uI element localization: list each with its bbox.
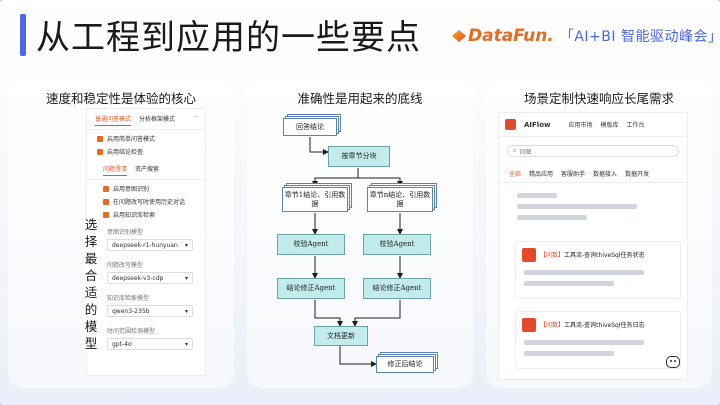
field-label: 知识库检索模型 [107,295,150,302]
cat-service[interactable]: 客服助手 [561,171,586,178]
vertical-caption: 选择最合适的模型 [84,216,98,352]
blurred-row [524,281,614,286]
field-label: 时间范围检测模型 [107,328,156,335]
panel-heading: 准确性是用起来的底线 [297,91,423,106]
app-card-title: 【问数】工具流-查询thiveSql任务状态 [540,252,645,259]
app-name: AIFlow [524,120,551,129]
blurred-row [524,351,614,356]
aiflow-screenshot: AIFlow 应用市场 模版库 工作台 ⌕问图 全部 精品应用 客服助手 数据接… [498,112,688,380]
nav-template-lib[interactable]: 模版库 [600,122,619,129]
knowledge-model-select[interactable]: qwen3-235b▾ [107,305,193,317]
cat-all[interactable]: 全部 [509,171,522,178]
aiflow-logo-icon [505,119,516,130]
search-icon: ⌕ [513,147,517,154]
flow-node-fix-2: 结论修正Agent [363,278,431,299]
more-icon[interactable]: ··· [193,114,199,121]
tab-analysis-framework[interactable]: 分析框架模式 [139,116,176,123]
checkbox-history[interactable]: 在问题改写时使用历史对话 [87,193,205,206]
checkbox-intent[interactable]: 启用意图识别 [87,180,205,193]
blurred-row [517,193,557,198]
field-label: 意图识别模型 [107,229,144,236]
app-card[interactable]: 【问数】工具流-查询thiveSql任务日志 [515,311,681,369]
blurred-row [524,270,644,275]
chevron-down-icon: ▾ [184,241,188,249]
blurred-row [517,215,587,220]
blurred-row [524,340,644,345]
tab-asset-search[interactable]: 资产搜索 [135,166,160,173]
slide-title: 从工程到应用的一些要点 [36,18,421,58]
nav-workbench[interactable]: 工作台 [626,122,645,129]
checkbox-simple-qa[interactable]: 启用简单问答模式 [87,130,205,143]
flow-node-verify-2: 校验Agent [363,234,431,255]
flow-node-final: 修正后结论 [376,356,434,373]
chevron-down-icon: ▾ [184,307,188,315]
flow-node-answer: 回答结论 [283,118,337,136]
blurred-row [517,204,637,209]
app-card[interactable]: 【问数】工具流-查询thiveSql任务状态 [515,241,681,299]
time-range-model-select[interactable]: gpt-4o▾ [107,338,193,350]
event-name: 「AI+BI 智能驱动峰会」 [559,29,720,45]
app-card-icon [522,318,536,332]
title-accent-bar [20,14,26,56]
panel-heading: 速度和稳定性是体验的核心 [45,91,196,106]
checkbox-icon [103,211,109,218]
sub-tabs: 问题澄清 资产搜索 [87,156,205,180]
datafun-logo: DataFun. [452,26,554,46]
tab-clarify[interactable]: 问题澄清 [103,164,128,176]
app-card-title: 【问数】工具流-查询thiveSql任务日志 [540,322,645,329]
cat-data-dev[interactable]: 数据开发 [625,171,650,178]
brand: DataFun. 「AI+BI 智能驱动峰会」 [452,26,720,46]
intent-model-select[interactable]: deepseek-r1-hunyuan▾ [107,239,193,251]
chevron-down-icon: ▾ [184,340,188,348]
aiflow-header: AIFlow 应用市场 模版库 工作台 [499,113,687,137]
checkbox-knowledge[interactable]: 启用知识库检索 [87,206,205,219]
checkbox-icon [103,185,109,192]
cat-data-ingest[interactable]: 数据接入 [593,171,618,178]
checkbox-icon [103,198,109,205]
checkbox-icon [97,148,103,155]
app-card-icon [522,248,536,262]
panel-heading: 场景定制快速响应长尾需求 [523,91,674,106]
cat-featured[interactable]: 精品应用 [529,171,554,178]
nav-app-market[interactable]: 应用市场 [568,122,593,129]
flow-node-chapter1: 章节1结论、引用数据 [282,187,348,212]
rewrite-model-select[interactable]: deepseek-v3-cdp▾ [107,272,193,284]
tab-normal-qa[interactable]: 普通问答模式 [95,114,132,126]
model-config-screenshot: 普通问答模式 分析框架模式 ··· 启用简单问答模式 启用结论检查 问题澄清 资… [86,108,206,376]
chat-bot-icon[interactable] [666,356,680,368]
search-input[interactable]: ⌕问图 [507,145,679,157]
flow-node-split: 按章节分块 [328,146,390,167]
category-tabs: 全部 精品应用 客服助手 数据接入 数据开发 [499,165,687,183]
flow-node-fix-1: 结论修正Agent [277,278,345,299]
flow-node-update: 文档更新 [314,326,368,346]
flow-node-chaptern: 章节n结论、引用数据 [367,187,433,212]
flow-node-verify-1: 校验Agent [277,234,345,255]
field-label: 问题改写模型 [107,262,144,269]
chevron-down-icon: ▾ [184,274,188,282]
checkbox-icon [97,135,103,142]
mode-tabs: 普通问答模式 分析框架模式 ··· [87,109,205,130]
checkbox-conclusion-check[interactable]: 启用结论检查 [87,143,205,156]
